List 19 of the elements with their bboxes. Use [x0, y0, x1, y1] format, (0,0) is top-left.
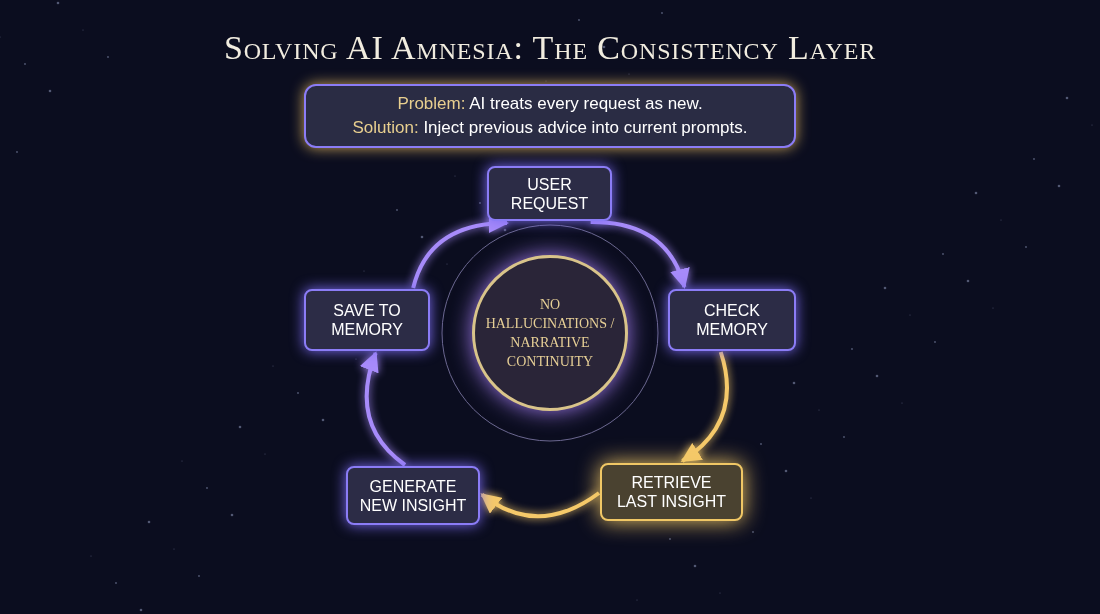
step-box	[304, 289, 430, 351]
info-text: Problem: AI treats every request as new.	[397, 93, 703, 115]
step-label: SAVE TO MEMORY	[330, 301, 404, 339]
step-box	[346, 466, 480, 525]
step-label: GENERATE NEW INSIGHT	[358, 476, 468, 515]
step-box	[668, 289, 796, 351]
info-panel	[304, 84, 796, 148]
title: Solving AI Amnesia: The Consistency Layer	[223, 28, 877, 68]
arrow	[590, 220, 689, 289]
step-box	[600, 463, 743, 521]
arrow	[360, 351, 407, 467]
step-label: CHECK MEMORY	[695, 301, 769, 339]
arrow	[680, 351, 729, 463]
arrow	[480, 491, 601, 519]
step-box	[487, 166, 612, 221]
step-label: USER REQUEST	[509, 174, 590, 213]
outcome-text: NO HALLUCINATIONS / NARRATIVE CONTINUITY	[484, 296, 616, 371]
step-label: RETRIEVE LAST INSIGHT	[615, 473, 728, 511]
info-text: Solution: Inject previous advice into current prompts.	[352, 117, 748, 139]
